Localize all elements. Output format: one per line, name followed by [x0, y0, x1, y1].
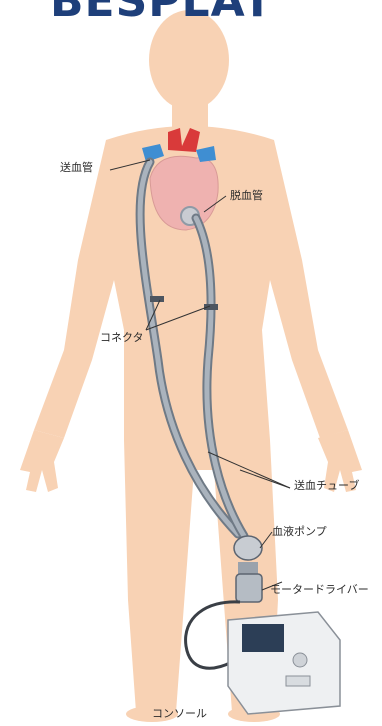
- connector-left: [150, 296, 164, 302]
- inflow-cannula-label: 脱血管: [230, 190, 263, 201]
- console-label: コンソール: [152, 708, 207, 719]
- outflow-cannula-label: 送血管: [60, 162, 93, 173]
- blood-pump: [234, 536, 262, 578]
- console-unit: [228, 612, 340, 714]
- console-screen: [242, 624, 284, 652]
- motor-driver: [236, 574, 262, 602]
- page-title: BESPLAT: [50, 0, 273, 24]
- blood-tubes-label: 送血チューブ: [294, 480, 359, 491]
- blood-pump-label: 血液ポンプ: [272, 526, 327, 537]
- connector-label: コネクタ: [100, 332, 144, 343]
- motor-driver-label: モータードライバー: [270, 584, 369, 595]
